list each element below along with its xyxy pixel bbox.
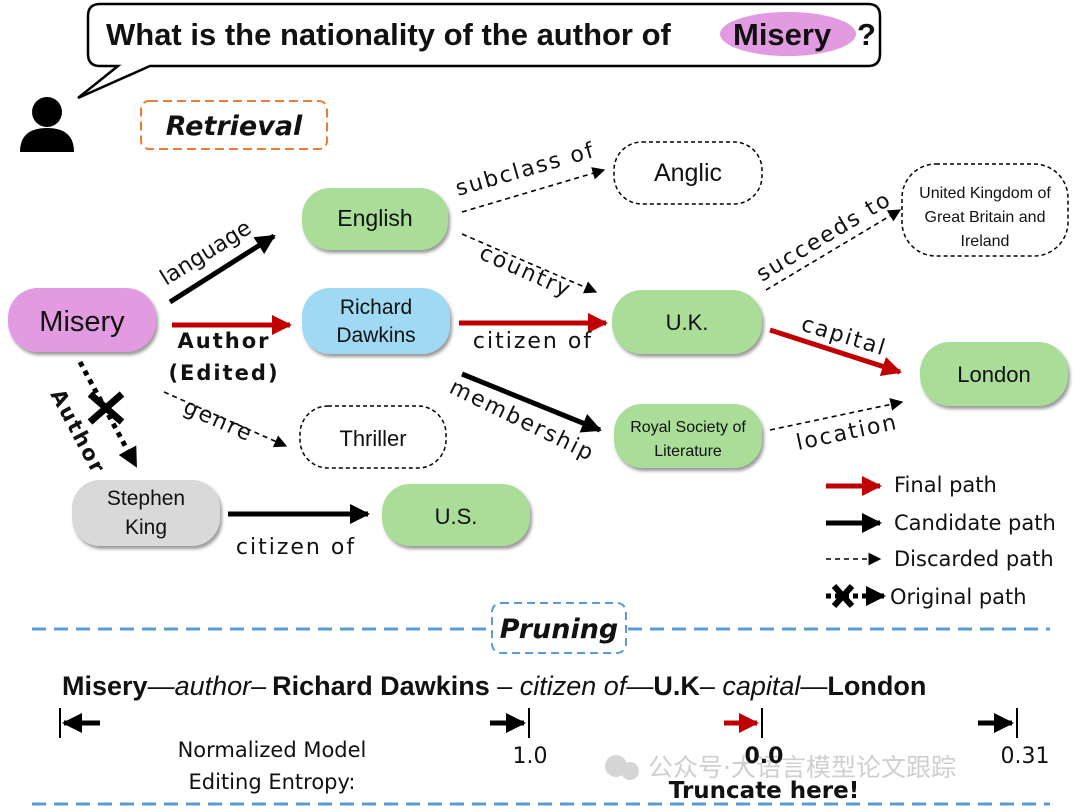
path-dash-1: — (148, 671, 175, 701)
node-anglic: Anglic (613, 141, 763, 205)
node-rsl-label-1: Royal Society of (630, 419, 746, 436)
path-space-6 (715, 671, 723, 701)
edge-label-subclass-of: subclass of (453, 138, 598, 202)
legend-candidate-label: Candidate path (894, 511, 1056, 535)
edge-language (168, 233, 276, 305)
node-anglic-label: Anglic (654, 159, 722, 187)
watermark-text: 公众号·大语言模型论文跟踪 (648, 753, 956, 782)
node-richard-dawkins: Richard Dawkins (302, 288, 450, 354)
node-richard-label-1: Richard (340, 296, 412, 319)
node-stephen-king: Stephen King (72, 480, 220, 546)
legend-original-label: Original path (890, 585, 1027, 609)
node-us-label: U.S. (435, 504, 478, 529)
node-thriller: Thriller (299, 405, 447, 469)
entropy-label-2: Editing Entropy: (189, 770, 356, 794)
node-english-label: English (337, 205, 412, 231)
node-ukgb: United Kingdom of Great Britain and Irel… (901, 163, 1069, 257)
watermark: 公众号·大语言模型论文跟踪 (605, 753, 956, 782)
pruning-path: Misery—author–Richard Dawkins – citizen … (62, 671, 926, 701)
edge-subclass-of (461, 167, 606, 213)
entropy-label-1: Normalized Model (178, 738, 367, 762)
path-relation-author: author (175, 671, 253, 701)
path-dash-2: – (251, 671, 266, 701)
edge-membership (461, 371, 602, 433)
path-dash-4: — (626, 671, 653, 701)
user-icon (20, 97, 74, 152)
entropy-marker-2 (724, 708, 763, 738)
entropy-marker-1 (490, 708, 530, 738)
node-stephen-label-2: King (125, 516, 167, 539)
node-london-label: London (957, 362, 1030, 387)
node-ukgb-label-1: United Kingdom of (919, 185, 1051, 202)
retrieval-label: Retrieval (140, 100, 328, 150)
path-dash-3: – (490, 671, 520, 701)
question-suffix: ? (857, 17, 876, 52)
node-ukgb-label-3: Ireland (961, 233, 1010, 250)
node-misery: Misery (8, 288, 156, 352)
node-uk: U.K. (612, 290, 762, 354)
node-us: U.S. (382, 484, 530, 546)
entropy-value-2: 0.0 (745, 744, 784, 769)
path-dash-7: — (800, 671, 827, 701)
entropy-marker-3 (978, 708, 1018, 738)
node-rsl-label-2: Literature (654, 443, 722, 460)
pruning-text: Pruning (500, 614, 619, 645)
node-royal-society: Royal Society of Literature (614, 404, 762, 468)
legend-final-label: Final path (894, 473, 997, 497)
edge-succeeds-to (765, 209, 902, 291)
path-relation-capital: capital (722, 671, 801, 701)
edge-label-author-edited: Author (178, 329, 271, 353)
entropy-value-3: 0.31 (1001, 744, 1050, 769)
question-bubble: What is the nationality of the author of… (77, 2, 882, 100)
edge-label-succeeds-to: succeeds to (752, 187, 896, 287)
question-prefix: What is the nationality of the author of (106, 17, 672, 52)
edge-label-citizen-of-sk: citizen of (236, 535, 356, 560)
entropy-marker-start (59, 708, 100, 738)
node-london: London (920, 342, 1068, 406)
path-entity-uk: U.K (653, 671, 700, 701)
truncate-label: Truncate here! (669, 778, 859, 804)
edge-location (769, 398, 904, 431)
edge-label-location: location (794, 410, 900, 456)
node-thriller-label: Thriller (339, 426, 406, 451)
retrieval-text: Retrieval (166, 111, 303, 142)
cross-icon (87, 391, 125, 425)
node-richard-label-2: Dawkins (336, 324, 415, 347)
question-entity: Misery (733, 17, 832, 52)
speech-bubble-shape (77, 2, 882, 100)
question-entity-highlight (720, 12, 856, 56)
legend: Final path Candidate path Discarded path… (826, 473, 1056, 609)
legend-discarded-label: Discarded path (894, 547, 1054, 571)
edge-genre (163, 391, 288, 448)
pruning-label: Pruning (491, 602, 627, 654)
node-english: English (302, 188, 448, 250)
node-uk-label: U.K. (666, 310, 709, 335)
edge-label-country: country (476, 241, 576, 304)
path-dash-5: – (700, 671, 715, 701)
entropy-value-1: 1.0 (513, 744, 548, 769)
edge-capital (769, 327, 902, 376)
node-stephen-label-1: Stephen (107, 487, 185, 510)
edge-country (461, 233, 598, 294)
edge-label-author-edited-2: (Edited) (168, 361, 279, 385)
path-entity-misery: Misery (62, 671, 148, 701)
node-ukgb-label-2: Great Britain and (925, 209, 1046, 226)
legend-cross-icon (831, 583, 855, 609)
path-relation-citizen: citizen of (520, 671, 629, 701)
edge-label-citizen-of-rd: citizen of (473, 329, 593, 354)
node-misery-label: Misery (39, 306, 125, 338)
path-entity-london: London (827, 671, 926, 701)
edge-label-genre: genre (180, 395, 257, 448)
path-entity-richard: Richard Dawkins (272, 671, 490, 701)
